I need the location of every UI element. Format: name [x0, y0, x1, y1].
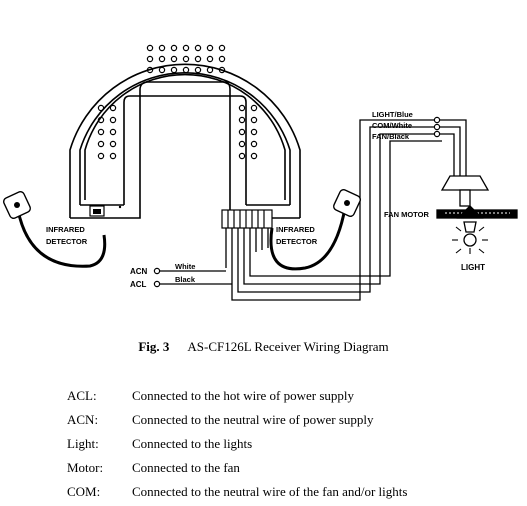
vent-hole: [170, 44, 178, 52]
vent-hole: [97, 152, 105, 160]
left-detector-label-1: INFRARED: [46, 225, 85, 234]
vent-hole: [158, 55, 166, 63]
vent-hole: [109, 128, 117, 136]
legend-key: Light:: [67, 436, 99, 451]
legend-desc: Connected to the fan: [132, 460, 240, 475]
acl-terminal: [153, 280, 161, 288]
legend-desc: Connected to the lights: [132, 436, 253, 451]
figure-caption: Fig. 3 AS-CF126L Receiver Wiring Diagram: [0, 339, 527, 355]
vent-holes: [97, 44, 258, 160]
vent-hole: [218, 55, 226, 63]
com-white-label: COM/White: [372, 121, 412, 130]
vent-hole: [97, 116, 105, 124]
vent-hole: [238, 116, 246, 124]
vent-hole: [109, 140, 117, 148]
infrared-detector-left: [2, 190, 107, 268]
acn-label: ACN: [130, 267, 148, 276]
legend-key: ACN:: [67, 412, 99, 427]
figure-number: Fig. 3: [138, 339, 170, 354]
vent-hole: [250, 140, 258, 148]
vent-hole: [97, 128, 105, 136]
light-label: LIGHT: [461, 263, 485, 272]
vent-hole: [238, 140, 246, 148]
white-wire-label: White: [175, 262, 195, 271]
vent-hole: [206, 55, 214, 63]
vent-hole: [218, 66, 226, 74]
vent-hole: [218, 44, 226, 52]
acl-label: ACL: [130, 280, 147, 289]
vent-hole: [206, 66, 214, 74]
terminal-block: [221, 209, 273, 229]
vent-hole: [238, 104, 246, 112]
vent-hole: [170, 55, 178, 63]
vent-hole: [238, 128, 246, 136]
light-rays: [452, 226, 488, 254]
vent-hole: [146, 55, 154, 63]
right-detector-label-1: INFRARED: [276, 225, 315, 234]
right-detector-label-2: DETECTOR: [276, 237, 318, 246]
vent-hole: [109, 116, 117, 124]
wire-runs: [160, 119, 467, 301]
black-wire-label: Black: [175, 275, 196, 284]
vent-hole: [158, 44, 166, 52]
wiring-diagram: LIGHT/Blue COM/White FAN/Black White Bla…: [2, 44, 518, 301]
vent-hole: [182, 55, 190, 63]
receiver-housing: [69, 63, 301, 219]
vent-hole: [250, 128, 258, 136]
fan-motor-label: FAN MOTOR: [384, 210, 429, 219]
vent-hole: [170, 66, 178, 74]
vent-hole: [194, 55, 202, 63]
vent-hole: [97, 104, 105, 112]
infrared-detector-right: [269, 188, 362, 271]
light-blue-label: LIGHT/Blue: [372, 110, 413, 119]
vent-hole: [158, 66, 166, 74]
legend-desc: Connected to the hot wire of power suppl…: [132, 388, 355, 403]
vent-hole: [146, 66, 154, 74]
legend-key: Motor:: [67, 460, 104, 475]
legend-row: ACL: Connected to the hot wire of power s…: [67, 386, 407, 410]
vent-hole: [109, 104, 117, 112]
sensor-window: [89, 205, 105, 217]
terminal-legend: ACL: Connected to the hot wire of power s…: [67, 386, 407, 506]
legend-key: ACL:: [67, 388, 97, 403]
vent-hole: [109, 152, 117, 160]
vent-hole: [194, 66, 202, 74]
legend-row: COM: Connected to the neutral wire of the…: [67, 482, 407, 506]
vent-hole: [250, 116, 258, 124]
vent-hole: [238, 152, 246, 160]
legend-desc: Connected to the neutral wire of power s…: [132, 412, 374, 427]
fan-black-label: FAN/Black: [372, 132, 410, 141]
vent-hole: [182, 66, 190, 74]
legend-row: Light: Connected to the lights: [67, 434, 407, 458]
vent-hole: [250, 152, 258, 160]
legend-desc: Connected to the neutral wire of the fan…: [132, 484, 408, 499]
vent-hole: [146, 44, 154, 52]
vent-hole: [97, 140, 105, 148]
legend-key: COM:: [67, 484, 101, 499]
ceiling-fan-icon: [436, 175, 518, 247]
vent-hole: [182, 44, 190, 52]
acn-terminal: [153, 267, 161, 275]
vent-hole: [194, 44, 202, 52]
vent-hole: [250, 104, 258, 112]
legend-row: ACN: Connected to the neutral wire of pow…: [67, 410, 407, 434]
legend-row: Motor: Connected to the fan: [67, 458, 407, 482]
left-detector-label-2: DETECTOR: [46, 237, 88, 246]
figure-title: AS-CF126L Receiver Wiring Diagram: [187, 339, 389, 354]
vent-hole: [206, 44, 214, 52]
